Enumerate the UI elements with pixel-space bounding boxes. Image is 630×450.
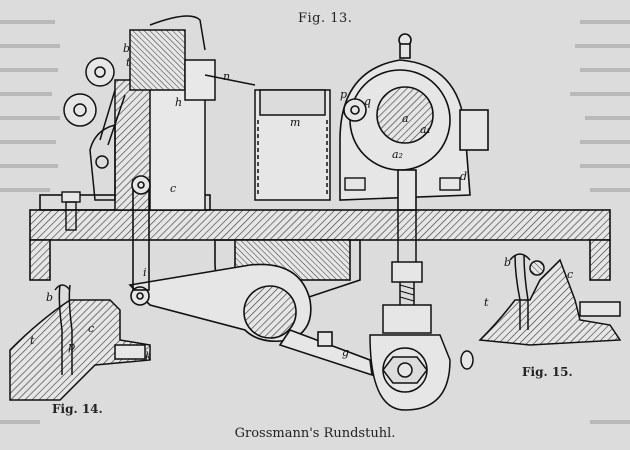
figure-14-caption: Fig. 14. (52, 402, 103, 416)
label-i: i (143, 266, 147, 279)
eccentric-housing (339, 33, 489, 211)
spindle (369, 209, 474, 411)
figure-13-caption: Fig. 13. (298, 11, 353, 26)
fig14-detail (9, 284, 151, 401)
label-m: m (290, 116, 301, 129)
figure-15-caption: Fig. 15. (522, 365, 573, 379)
label-h: h (175, 96, 183, 109)
rollers (63, 57, 116, 201)
label-t: t (126, 56, 131, 69)
label-p: p (340, 88, 348, 101)
cylinder-m (254, 89, 331, 201)
label-t-fig14: t (30, 334, 35, 347)
label-b: b (123, 42, 131, 55)
label-a2: a₂ (392, 148, 403, 161)
label-a1: a₁ (420, 123, 431, 136)
label-b-fig15: b (504, 256, 512, 269)
label-t-fig15: t (484, 296, 489, 309)
fig15-detail (478, 253, 622, 346)
label-c: c (170, 182, 177, 195)
label-q: q (364, 95, 372, 108)
bleed-through-text (0, 20, 630, 424)
label-d: d (460, 170, 468, 183)
main-caption: Grossmann's Rundstuhl. (234, 426, 396, 441)
label-c-fig14: c (88, 322, 95, 335)
label-b-fig14: b (46, 291, 54, 304)
label-g: g (342, 346, 350, 359)
lever-arm (128, 175, 373, 377)
label-k-fig14: k (145, 350, 152, 363)
bolts (61, 177, 461, 231)
label-n: n (223, 70, 231, 83)
label-a: a (402, 112, 409, 125)
label-p-fig14: p (68, 340, 76, 353)
label-c-fig15: c (567, 268, 574, 281)
